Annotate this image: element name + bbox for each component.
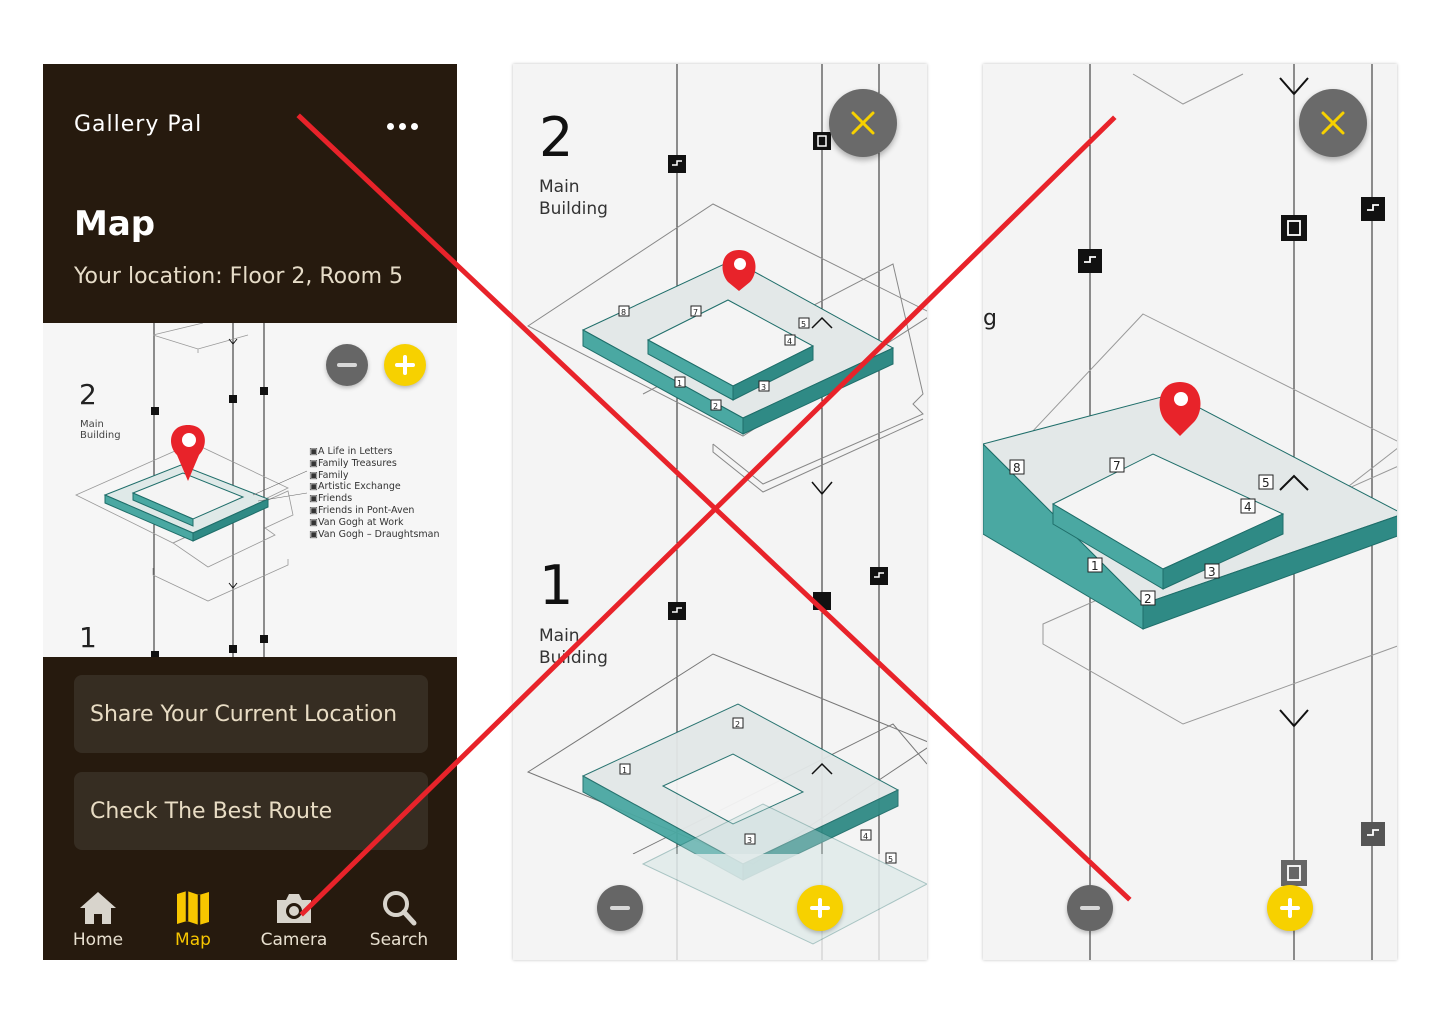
camera-icon <box>277 894 311 923</box>
search-icon <box>383 891 417 926</box>
more-icon[interactable] <box>387 116 425 136</box>
svg-text:2: 2 <box>713 402 718 411</box>
svg-text:8: 8 <box>1013 461 1021 475</box>
nav-map[interactable]: Map <box>153 888 233 950</box>
close-icon <box>851 111 875 135</box>
nav-search-label: Search <box>369 930 429 950</box>
floor-map-drawing <box>75 323 308 657</box>
close-button[interactable] <box>1299 89 1367 157</box>
floor-name-upper: Main Building <box>80 419 121 441</box>
location-pin-icon <box>1159 382 1201 436</box>
nav-home[interactable]: Home <box>58 888 138 950</box>
partial-floor-label: g <box>983 306 997 331</box>
svg-text:7: 7 <box>1113 459 1121 473</box>
elevator-icon <box>813 592 831 610</box>
svg-text:4: 4 <box>1244 500 1252 514</box>
elevator-icon <box>1281 215 1307 241</box>
nav-camera-label: Camera <box>260 930 328 950</box>
legend-item: ▣Family <box>309 469 349 481</box>
nav-map-label: Map <box>175 930 211 950</box>
svg-text:5: 5 <box>1262 476 1270 490</box>
svg-text:4: 4 <box>787 337 792 346</box>
nav-search[interactable]: Search <box>359 888 439 950</box>
legend-item: ▣Van Gogh – Draughtsman <box>309 528 440 540</box>
zoom-in-button[interactable] <box>1267 885 1313 931</box>
close-icon <box>1321 111 1345 135</box>
elevator-icon <box>1281 860 1307 886</box>
page-title: Map <box>74 204 156 244</box>
home-icon <box>80 892 116 924</box>
map-icon <box>177 891 209 925</box>
svg-text:2: 2 <box>735 720 740 729</box>
svg-text:3: 3 <box>761 383 766 392</box>
share-location-button[interactable]: Share Your Current Location <box>74 675 428 753</box>
svg-text:5: 5 <box>888 855 893 864</box>
arrow-down-icon <box>1279 77 1309 728</box>
svg-text:7: 7 <box>693 308 698 317</box>
floor-name-upper: Main Building <box>539 177 608 219</box>
svg-text:1: 1 <box>1091 559 1099 573</box>
elevator-icon <box>813 132 831 150</box>
zoomed-map-drawing: 8 7 5 4 3 2 1 <box>983 64 1397 960</box>
svg-text:2: 2 <box>1144 592 1152 606</box>
floor-number-lower: 1 <box>539 554 574 617</box>
floor-map-preview[interactable]: 2 Main Building 1 ▣A Life in Letters ▣Fa… <box>43 323 457 657</box>
legend-item: ▣A Life in Letters <box>309 446 393 457</box>
fullscreen-map[interactable]: 8 7 5 4 3 2 1 1 2 3 4 5 <box>513 64 927 960</box>
svg-text:3: 3 <box>747 836 752 845</box>
room-legend: ▣A Life in Letters ▣Family Treasures ▣Fa… <box>309 446 440 540</box>
close-button[interactable] <box>829 89 897 157</box>
floor-name-lower: Main Building <box>539 626 608 668</box>
bottom-nav: Home Map Camera Search <box>43 884 457 960</box>
legend-item: ▣Artistic Exchange <box>309 481 401 493</box>
legend-item: ▣Friends <box>309 493 353 505</box>
zoom-in-button[interactable] <box>384 344 426 386</box>
nav-home-label: Home <box>72 930 124 950</box>
best-route-button[interactable]: Check The Best Route <box>74 772 428 850</box>
nav-camera[interactable]: Camera <box>254 888 334 950</box>
zoom-out-button[interactable] <box>326 344 368 386</box>
zoom-out-button[interactable] <box>1067 885 1113 931</box>
app-title: Gallery Pal <box>74 112 203 137</box>
svg-text:3: 3 <box>1208 565 1216 579</box>
svg-text:8: 8 <box>621 308 626 317</box>
map-screen: Gallery Pal Map Your location: Floor 2, … <box>43 64 457 960</box>
floor-number-upper: 2 <box>79 378 97 411</box>
floor-number-upper: 2 <box>539 106 574 169</box>
svg-text:4: 4 <box>863 832 868 841</box>
svg-text:1: 1 <box>677 379 682 388</box>
zoom-out-button[interactable] <box>597 885 643 931</box>
fullscreen-map-zoomed[interactable]: 8 7 5 4 3 2 1 <box>983 64 1397 960</box>
legend-item: ▣Friends in Pont-Aven <box>309 504 415 516</box>
svg-text:1: 1 <box>622 766 627 775</box>
svg-text:5: 5 <box>801 320 806 329</box>
floor-number-lower: 1 <box>79 621 97 654</box>
location-pin-icon <box>171 425 205 481</box>
legend-item: ▣Family Treasures <box>309 457 397 469</box>
current-location-text: Your location: Floor 2, Room 5 <box>74 264 404 289</box>
legend-item: ▣Van Gogh at Work <box>309 516 404 528</box>
zoom-in-button[interactable] <box>797 885 843 931</box>
